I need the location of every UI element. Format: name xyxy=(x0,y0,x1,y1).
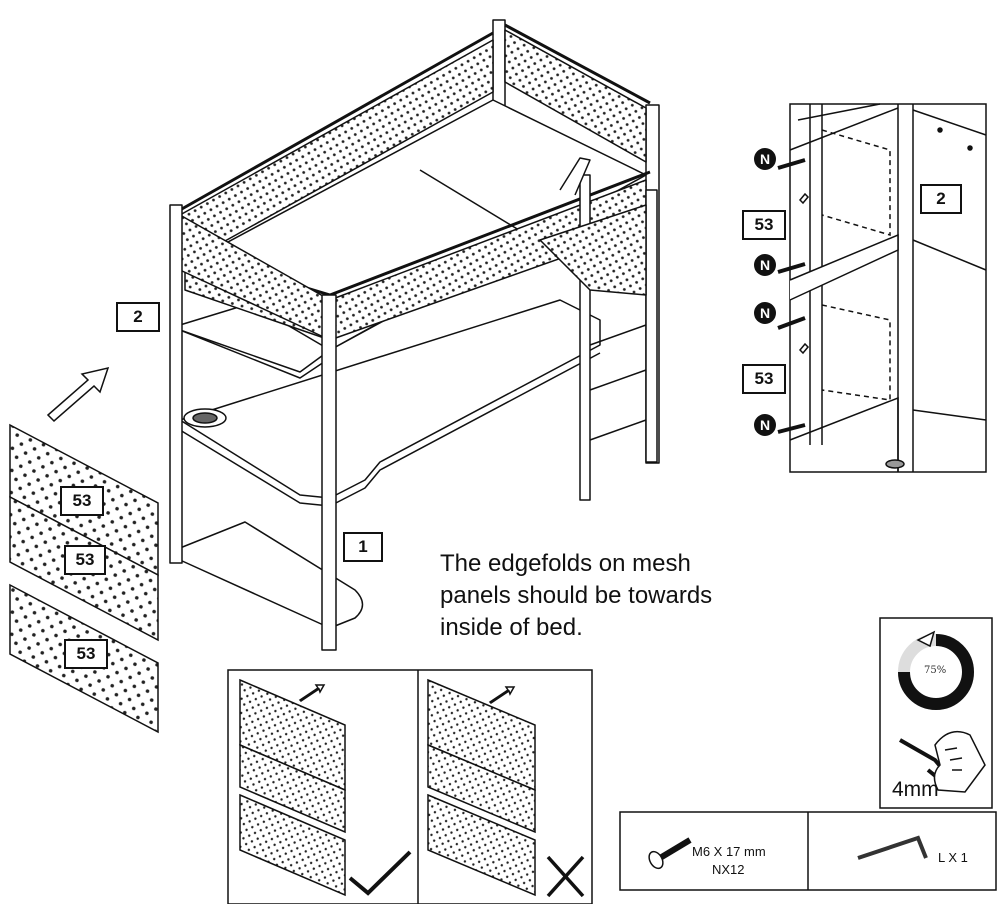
panel-label-bottom: 53 xyxy=(64,639,108,669)
instruction-line-2: panels should be towards xyxy=(440,582,713,609)
detail-view xyxy=(789,103,987,473)
orientation-guide xyxy=(227,669,593,904)
screw-marker-3: N xyxy=(754,302,776,324)
tool-panel xyxy=(879,617,993,809)
instruction-line-3: inside of bed. xyxy=(440,614,583,641)
tool-size-label: 4mm xyxy=(892,778,939,801)
screw-marker-1: N xyxy=(754,148,776,170)
part-label-1: 1 xyxy=(343,532,383,562)
screw-marker-4: N xyxy=(754,414,776,436)
bottom-shelf xyxy=(179,521,364,629)
progress-percent: 75% xyxy=(924,665,947,676)
loft-bed-frame xyxy=(169,19,660,651)
screw-icon xyxy=(648,837,692,870)
detail-part-label-2: 2 xyxy=(920,184,962,214)
detail-panel-label-upper: 53 xyxy=(742,210,786,240)
ladder xyxy=(559,157,658,501)
screw-marker-2: N xyxy=(754,254,776,276)
install-direction-arrow xyxy=(46,366,110,423)
desk-surface xyxy=(179,299,601,499)
hand-with-allen-key-icon xyxy=(899,730,986,793)
allen-key-quantity: L X 1 xyxy=(938,850,968,865)
allen-key-icon xyxy=(857,835,928,860)
part-label-2: 2 xyxy=(116,302,160,332)
wrong-panel-2 xyxy=(427,743,536,834)
detail-screws xyxy=(777,158,806,434)
hardware-table xyxy=(619,811,997,891)
panel-label-middle: 53 xyxy=(64,545,106,575)
correct-panel-2 xyxy=(239,743,346,834)
x-mark xyxy=(546,855,585,898)
screw-spec: M6 X 17 mm xyxy=(692,844,766,859)
mesh-panels-53 xyxy=(9,423,159,734)
panel-label-top: 53 xyxy=(60,486,104,516)
screw-quantity: NX12 xyxy=(712,862,745,877)
instruction-line-1: The edgefolds on mesh xyxy=(440,550,691,577)
wrong-panel-3 xyxy=(427,793,536,897)
detail-panel-label-lower: 53 xyxy=(742,364,786,394)
check-mark xyxy=(348,850,412,896)
rotation-arrow-icon xyxy=(916,630,936,648)
correct-panel-3 xyxy=(239,793,346,897)
tightening-progress-arc xyxy=(898,634,974,710)
instruction-note: The edgefolds on mesh panels should be t… xyxy=(440,548,800,644)
